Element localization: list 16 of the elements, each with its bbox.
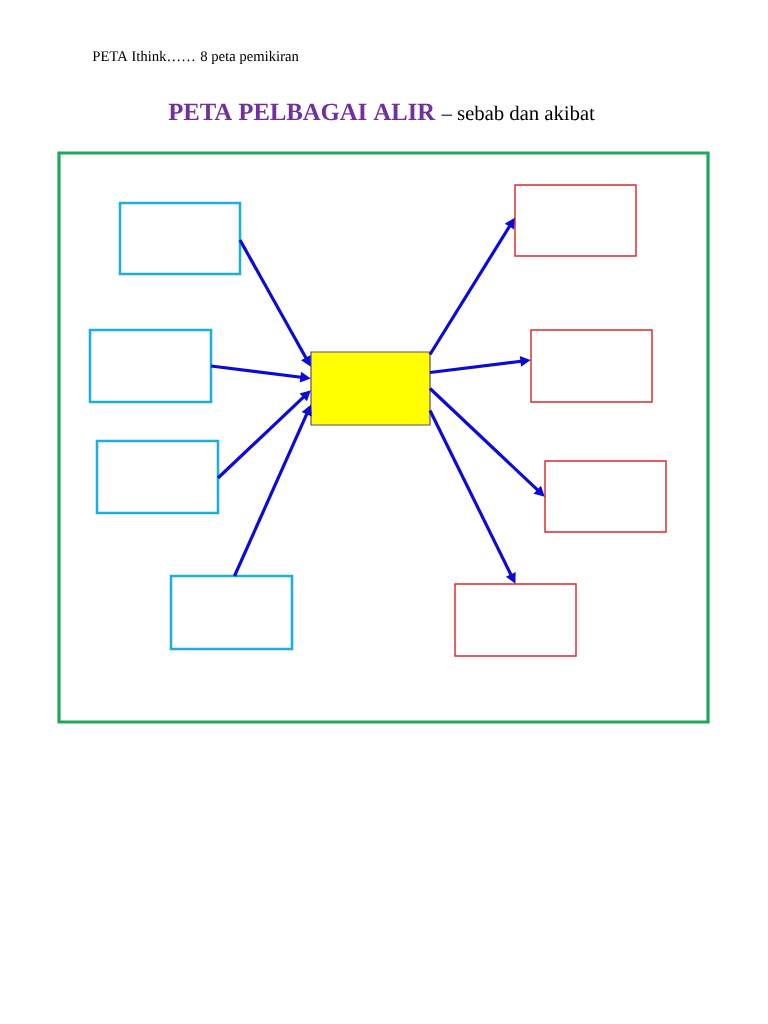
cause-box <box>88 328 213 404</box>
effect-box <box>454 583 577 657</box>
effect-box <box>530 329 653 403</box>
cause-box <box>95 439 220 515</box>
effect-box <box>544 460 667 533</box>
subtitle: – sebab dan akibat <box>441 105 595 121</box>
central-box <box>310 351 431 426</box>
effect-box <box>514 184 637 257</box>
arrow <box>216 390 311 480</box>
header-text: PETA Ithink…… <box>92 50 195 62</box>
cause-box <box>118 201 242 276</box>
title: PETA PELBAGAI ALIR <box>168 103 436 121</box>
arrow <box>428 387 545 497</box>
cause-box <box>169 574 294 651</box>
diagram-frame <box>57 151 710 724</box>
header-text: 8 peta pemikiran <box>200 50 299 65</box>
